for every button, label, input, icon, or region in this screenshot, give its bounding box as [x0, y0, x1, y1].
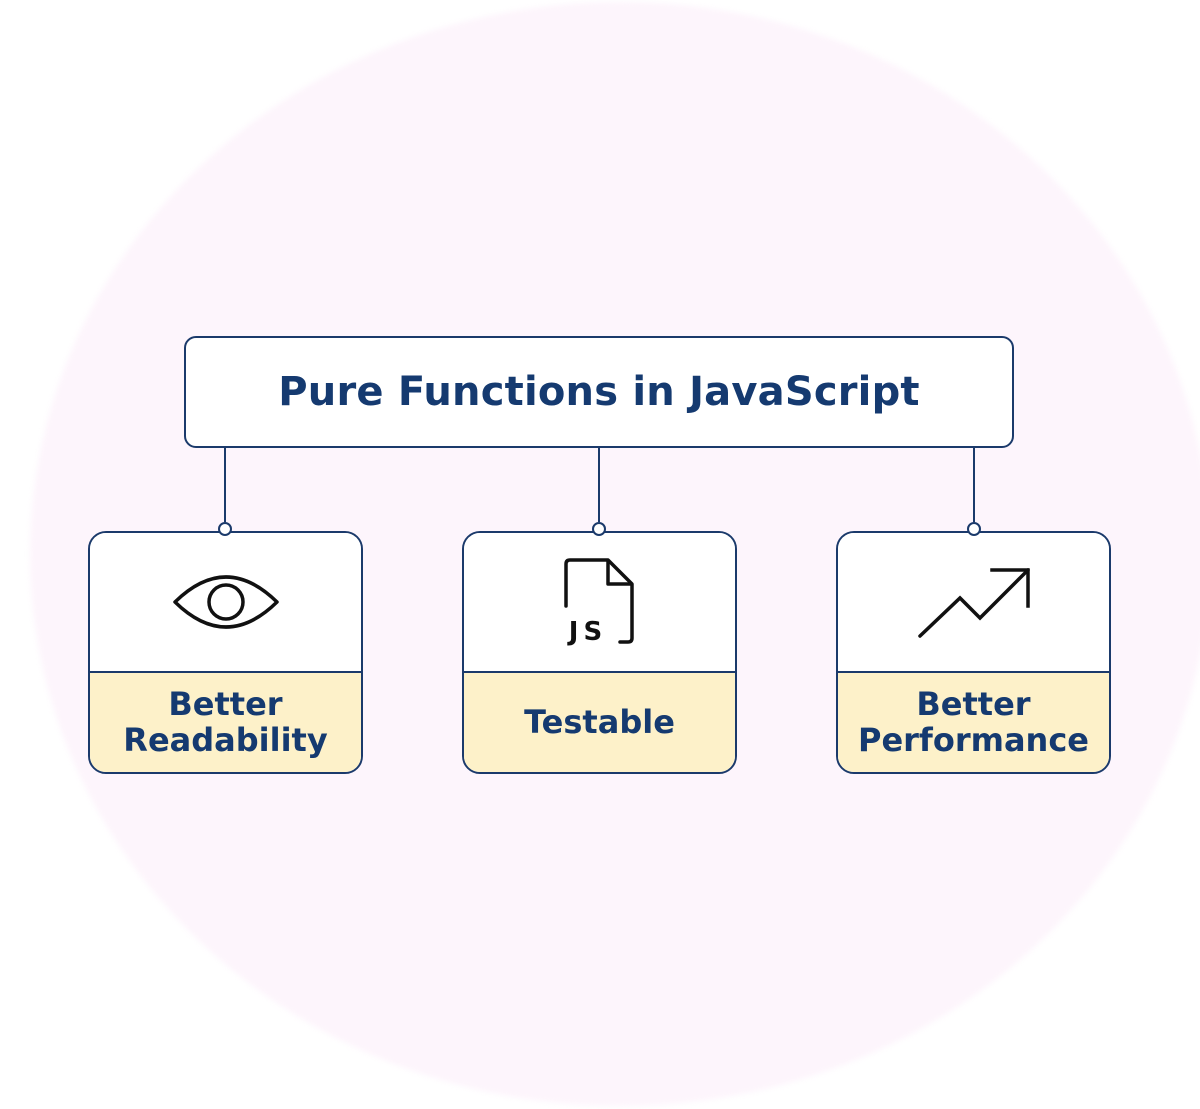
card-icon-area: JS — [464, 533, 735, 673]
card-label: Better Readability — [123, 685, 328, 759]
connector-node-testable — [592, 522, 606, 536]
card-better-readability: Better Readability — [88, 531, 363, 774]
eye-icon — [171, 566, 281, 638]
connector-line-performance — [973, 448, 975, 522]
card-label: Testable — [524, 702, 675, 741]
connector-node-readability — [218, 522, 232, 536]
card-icon-area — [90, 533, 361, 673]
card-label: Better Performance — [857, 685, 1089, 759]
connector-line-readability — [224, 448, 226, 522]
card-label-area: Better Readability — [90, 673, 361, 772]
diagram-title: Pure Functions in JavaScript — [278, 369, 920, 415]
card-label-area: Better Performance — [838, 673, 1109, 772]
title-box: Pure Functions in JavaScript — [184, 336, 1014, 448]
js-file-icon: JS — [558, 556, 642, 648]
card-label-area: Testable — [464, 673, 735, 772]
card-testable: JS Testable — [462, 531, 737, 774]
trending-up-icon — [914, 562, 1034, 642]
connector-node-performance — [967, 522, 981, 536]
connector-line-testable — [598, 448, 600, 522]
card-icon-area — [838, 533, 1109, 673]
svg-text:JS: JS — [566, 617, 606, 647]
card-better-performance: Better Performance — [836, 531, 1111, 774]
